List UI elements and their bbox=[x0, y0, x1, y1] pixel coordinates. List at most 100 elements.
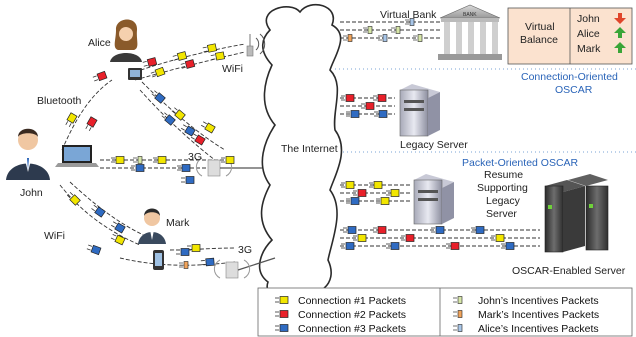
legend-label: John’s Incentives Packets bbox=[478, 295, 599, 307]
packet-icon bbox=[346, 110, 360, 118]
packet-icon bbox=[353, 234, 367, 242]
packet-icon bbox=[142, 57, 158, 67]
balance-name-alice: Alice bbox=[577, 28, 600, 40]
packet-icon bbox=[471, 226, 485, 234]
bluetooth-label: Bluetooth bbox=[37, 95, 82, 107]
packet-icon bbox=[401, 234, 415, 242]
threeg-john-label: 3G bbox=[188, 151, 202, 163]
balance-title-1: Virtual bbox=[525, 21, 555, 33]
packet-icon bbox=[353, 189, 367, 197]
packet-icon bbox=[341, 94, 355, 102]
resume-label-2: Supporting bbox=[477, 182, 528, 194]
packet-icon bbox=[201, 121, 216, 134]
packet-icon bbox=[153, 156, 167, 164]
packet-icon bbox=[176, 248, 190, 256]
incentive-packet-icon bbox=[343, 34, 353, 42]
incentive-packet-icon bbox=[413, 34, 423, 42]
packet-icon bbox=[221, 156, 235, 164]
packet-icon bbox=[151, 90, 166, 104]
alice-phone-icon bbox=[128, 68, 142, 80]
legend-packet-icon bbox=[275, 296, 289, 304]
packet-icon bbox=[92, 70, 108, 82]
packet-icon bbox=[65, 112, 78, 127]
resume-label-1: Resume bbox=[484, 169, 523, 181]
packet-icon bbox=[131, 164, 145, 172]
wifi-mark-label: WiFi bbox=[44, 230, 65, 242]
wifi-mark-link bbox=[59, 184, 141, 246]
oscar-enabled-server-icon bbox=[544, 174, 609, 253]
incentive-packet-icon bbox=[405, 18, 415, 26]
packets bbox=[65, 18, 515, 269]
packet-icon bbox=[376, 197, 390, 205]
legend-incentive-icon bbox=[453, 310, 463, 318]
packet-icon bbox=[374, 110, 388, 118]
packet-icon bbox=[191, 133, 206, 146]
conn-oriented-label-2: OSCAR bbox=[555, 84, 593, 96]
alice-wifi-link bbox=[134, 43, 246, 73]
packet-icon bbox=[369, 181, 383, 189]
alice-3g-link-2 bbox=[139, 89, 216, 161]
incentive-packet-icon bbox=[133, 156, 143, 164]
packet-oriented-label: Packet-Oriented OSCAR bbox=[462, 157, 579, 169]
legend-label: Alice’s Incentives Packets bbox=[478, 323, 599, 335]
conn-oriented-label-1: Connection-Oriented bbox=[521, 71, 618, 83]
resume-server-icon bbox=[413, 174, 454, 225]
resume-label-4: Server bbox=[486, 208, 517, 220]
legend-label: Connection #2 Packets bbox=[298, 309, 406, 321]
packet-icon bbox=[150, 66, 166, 78]
legend-packet-icon bbox=[275, 324, 289, 332]
incentive-packet-icon bbox=[363, 26, 373, 34]
incentive-packet-icon bbox=[378, 34, 388, 42]
legend-incentive-icon bbox=[453, 296, 463, 304]
packet-icon bbox=[110, 234, 126, 246]
packet-icon bbox=[431, 226, 445, 234]
cell-tower-icon-mark bbox=[213, 257, 276, 279]
legend-label: Connection #3 Packets bbox=[298, 323, 406, 335]
packet-icon bbox=[346, 197, 360, 205]
threeg-mark-label: 3G bbox=[238, 244, 252, 256]
oscar-enabled-label: OSCAR-Enabled Server bbox=[512, 265, 626, 277]
mark-avatar bbox=[138, 208, 166, 244]
incentive-packet-icon bbox=[391, 26, 401, 34]
packet-icon bbox=[180, 59, 196, 69]
packet-icon bbox=[386, 189, 400, 197]
resume-label-3: Legacy bbox=[486, 195, 521, 207]
john-label: John bbox=[20, 187, 43, 199]
john-avatar bbox=[6, 128, 50, 180]
legend-incentive-icon bbox=[453, 324, 463, 332]
packet-icon bbox=[501, 242, 515, 250]
legacy-server-icon bbox=[399, 84, 440, 137]
virtual-bank-label: Virtual Bank bbox=[380, 9, 437, 21]
mark-label: Mark bbox=[166, 217, 190, 229]
wifi-antenna-icon bbox=[246, 33, 266, 57]
packet-icon bbox=[343, 226, 357, 234]
arrow-up-icon bbox=[614, 27, 626, 38]
packet-icon bbox=[85, 116, 98, 131]
packet-icon bbox=[111, 221, 126, 234]
packet-icon bbox=[86, 244, 102, 256]
packet-icon bbox=[161, 112, 176, 126]
alice-avatar bbox=[110, 19, 142, 62]
packet-icon bbox=[491, 234, 505, 242]
bank-sign: BANK bbox=[463, 12, 477, 18]
legend-packet-icon bbox=[275, 310, 289, 318]
wifi-top-label: WiFi bbox=[222, 63, 243, 75]
packet-icon bbox=[202, 43, 218, 53]
legacy-server-label: Legacy Server bbox=[400, 139, 468, 151]
packet-icon bbox=[181, 124, 196, 137]
packet-icon bbox=[181, 176, 195, 184]
incentive-packet-icon bbox=[179, 261, 189, 269]
packet-icon bbox=[91, 204, 106, 218]
packet-icon bbox=[361, 102, 375, 110]
balance-name-mark: Mark bbox=[577, 43, 601, 55]
packet-icon bbox=[373, 226, 387, 234]
internet-label: The Internet bbox=[281, 143, 338, 155]
arrow-down-icon bbox=[614, 13, 626, 24]
packet-icon bbox=[200, 257, 215, 267]
bluetooth-link bbox=[61, 79, 113, 151]
packet-icon bbox=[171, 107, 186, 121]
alice-label: Alice bbox=[88, 37, 111, 49]
